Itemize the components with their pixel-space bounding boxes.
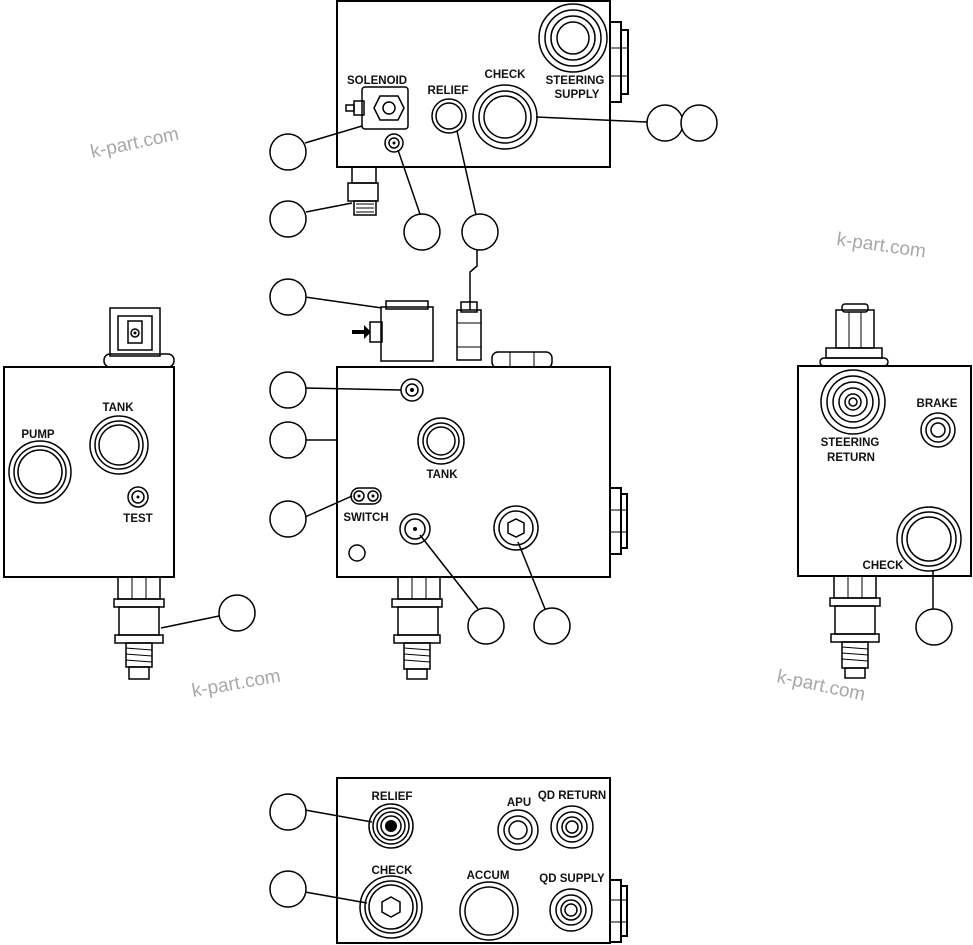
steering-supply-label-1: STEERING (546, 75, 605, 87)
switch-label: SWITCH (343, 512, 388, 524)
test-label: TEST (123, 513, 152, 525)
callout-circles (218, 104, 953, 908)
center-valve-block: TANK SWITCH (336, 300, 628, 680)
steering-return-port (820, 369, 886, 435)
relief-port-top (431, 98, 467, 134)
steering-supply-label-2: SUPPLY (555, 89, 600, 101)
callout-center-lower-port (467, 607, 505, 645)
callout-left-cartridge (218, 594, 256, 632)
steering-supply-port (538, 3, 608, 73)
watermark-1: k-part.com (89, 124, 181, 163)
test-port (127, 486, 149, 508)
callout-top-cartridge (269, 200, 307, 238)
callout-check-bottom (269, 870, 307, 908)
check-label-right: CHECK (863, 560, 905, 572)
tank-label-center: TANK (426, 469, 458, 481)
bottom-valve-block: RELIEF APU QD RETURN CHECK AC (336, 777, 628, 944)
left-block-body (3, 366, 175, 578)
tank-port-left (89, 415, 149, 475)
pump-port (8, 440, 72, 504)
leader-lines (160, 116, 934, 904)
left-bottom-cartridge (113, 576, 165, 680)
relief-label-top: RELIEF (428, 85, 469, 97)
callout-check-top-a (646, 104, 684, 142)
relief-port-bottom (368, 803, 414, 849)
accum-port (459, 881, 519, 941)
pump-label: PUMP (21, 429, 55, 441)
brake-port (920, 412, 956, 448)
right-top-cartridge (819, 303, 889, 367)
steering-return-label-1: STEERING (821, 437, 880, 449)
center-block-body (336, 366, 611, 578)
tank-label-left: TANK (102, 402, 134, 414)
check-label-bottom: CHECK (372, 865, 414, 877)
check-port-bottom (359, 875, 423, 939)
steering-return-label-2: RETURN (827, 452, 875, 464)
center-hex-cartridge (456, 301, 482, 361)
right-valve-block: STEERING RETURN BRAKE CHECK (797, 303, 972, 679)
check-port-right (896, 506, 962, 572)
callout-center-small-port (269, 371, 307, 409)
callout-check-right (915, 608, 953, 646)
bottom-side-hex (609, 879, 622, 943)
solenoid-valve (345, 86, 409, 130)
center-side-hex (609, 487, 622, 555)
top-cartridge (347, 166, 379, 216)
watermark-4: k-part.com (775, 666, 867, 705)
callout-small-port-top (403, 213, 441, 251)
center-small-hole (348, 544, 366, 562)
callout-solenoid (269, 133, 307, 171)
center-top-plug (491, 351, 553, 369)
center-hex-plug (493, 505, 539, 551)
qd-return-label: QD RETURN (538, 790, 606, 802)
qd-return-port (550, 805, 594, 849)
callout-relief-bottom (269, 793, 307, 831)
left-valve-block: PUMP TANK TEST (3, 307, 175, 680)
watermark-3: k-part.com (190, 666, 282, 702)
callout-center-block (269, 421, 307, 459)
qd-supply-label: QD SUPPLY (539, 873, 605, 885)
small-port-top (384, 133, 404, 153)
callout-center-solenoid (269, 278, 307, 316)
tank-port-center (417, 417, 465, 465)
qd-supply-port (549, 888, 593, 932)
callout-center-hex-plug (533, 607, 571, 645)
left-solenoid (103, 307, 175, 368)
accum-label: ACCUM (467, 870, 510, 882)
center-lower-port (399, 513, 431, 545)
top-side-hex (609, 21, 622, 103)
callout-relief-top (461, 213, 499, 251)
top-block-body (336, 0, 611, 168)
top-valve-block: STEERING SUPPLY CHECK RELIEF SOLENOID (336, 0, 629, 216)
apu-label: APU (507, 797, 531, 809)
apu-port (497, 809, 539, 851)
brake-label: BRAKE (917, 398, 958, 410)
callout-switch (269, 500, 307, 538)
solenoid-label: SOLENOID (347, 75, 407, 87)
check-label-top: CHECK (485, 69, 527, 81)
right-bottom-cartridge (829, 575, 881, 679)
relief-label-bottom: RELIEF (372, 791, 413, 803)
center-solenoid (352, 300, 434, 362)
center-bottom-cartridge (391, 576, 443, 680)
watermark-2: k-part.com (835, 229, 927, 262)
callout-check-top-b (680, 104, 718, 142)
